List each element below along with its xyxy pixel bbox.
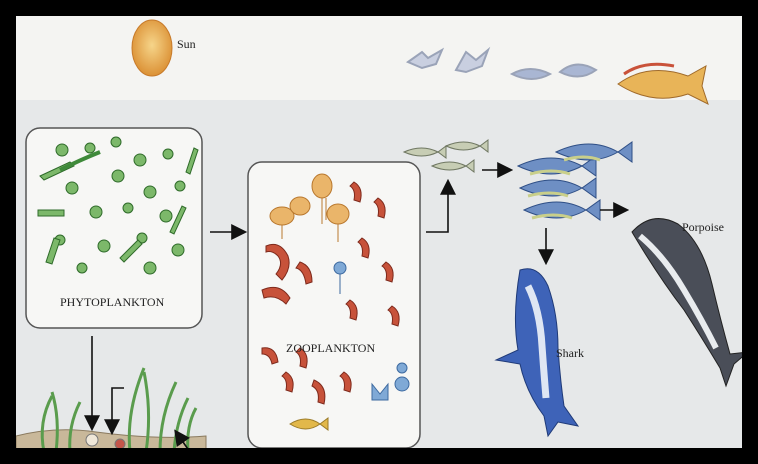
shark-label: Shark — [556, 346, 584, 360]
sun-label: Sun — [177, 37, 196, 51]
zooplankton-label: ZOOPLANKTON — [286, 341, 375, 355]
sun-icon — [132, 20, 172, 76]
sky-background — [16, 14, 744, 110]
phytoplankton-box: PHYTOPLANKTON — [26, 128, 202, 328]
zooplankton-box: ZOOPLANKTON — [248, 162, 420, 448]
porpoise-label: Porpoise — [682, 220, 724, 234]
phytoplankton-label: PHYTOPLANKTON — [60, 295, 165, 309]
